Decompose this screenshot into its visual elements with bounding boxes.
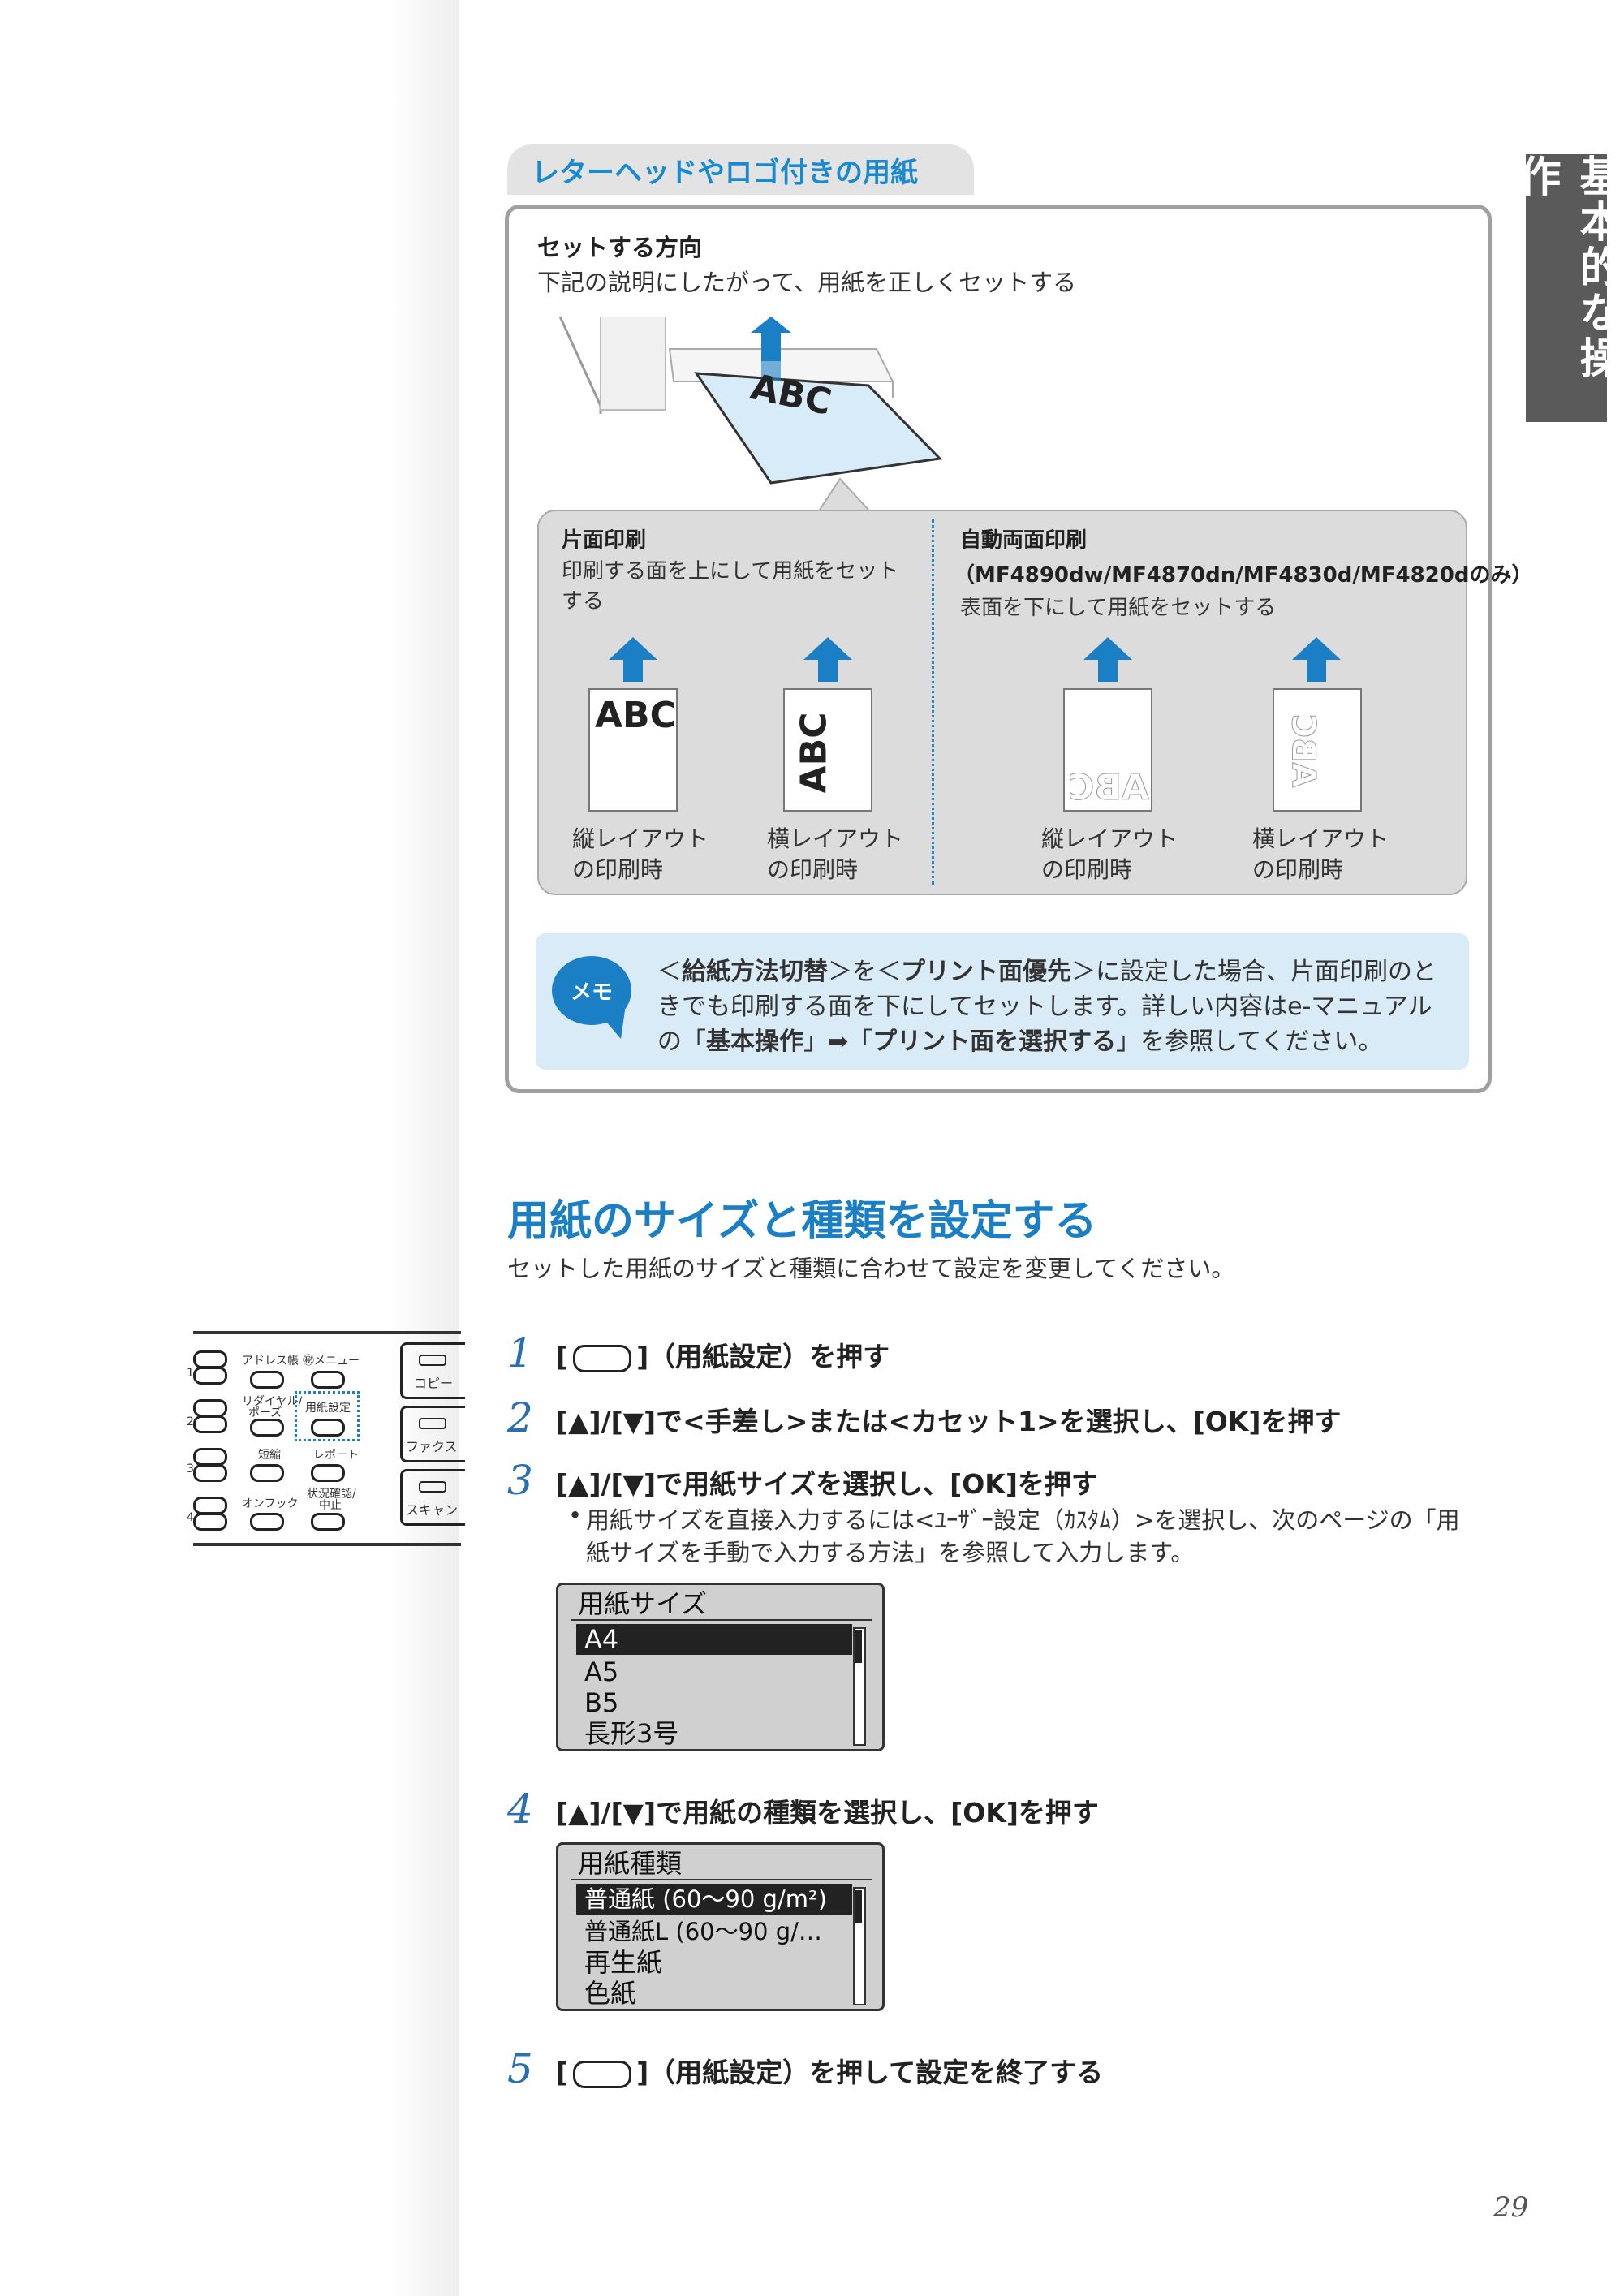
- page-intro: セットした用紙のサイズと種類に合わせて設定を変更してください。: [507, 1255, 1235, 1282]
- step-3-bullet: •: [568, 1501, 583, 1529]
- step-3-number: 3: [507, 1457, 533, 1504]
- copy-button[interactable]: コピー: [400, 1342, 465, 1399]
- one-touch-2[interactable]: [193, 1399, 227, 1417]
- memo-bubble-tail: [597, 1010, 625, 1039]
- duplex-portrait-paper: ABC: [1063, 688, 1152, 812]
- step-4-number: 4: [507, 1786, 533, 1833]
- on-hook-button[interactable]: [250, 1513, 284, 1531]
- step-2-number: 2: [507, 1394, 533, 1441]
- memo-badge: メモ: [552, 956, 631, 1025]
- lcd-type-item[interactable]: 再生紙: [584, 1947, 663, 1978]
- report-button[interactable]: [311, 1464, 345, 1482]
- menu-button[interactable]: [311, 1371, 345, 1389]
- lcd-size-title: 用紙サイズ: [578, 1588, 708, 1619]
- lcd-type-title: 用紙種類: [578, 1848, 683, 1879]
- lcd-paper-size: 用紙サイズ A4 A5 B5 長形3号: [556, 1583, 885, 1751]
- duplex-landscape-caption-2: の印刷時: [1252, 856, 1344, 883]
- paper-setting-button[interactable]: [311, 1419, 345, 1437]
- lcd-size-item[interactable]: A5: [584, 1656, 619, 1687]
- single-side-heading: 片面印刷: [562, 528, 647, 553]
- page-title: 用紙のサイズと種類を設定する: [507, 1197, 1097, 1246]
- step-4-text: [▲]/[▼]で用紙の種類を選択し、[OK]を押す: [556, 1797, 1099, 1829]
- landscape-paper: ABC: [783, 688, 872, 812]
- single-landscape-caption-1: 横レイアウト: [767, 825, 904, 852]
- paper-setting-highlight: [295, 1391, 360, 1441]
- one-touch-1[interactable]: [193, 1350, 227, 1368]
- letterhead-frame: [505, 205, 1492, 1093]
- arrow-up-icon: [803, 637, 852, 682]
- memo-line-3: の「基本操作」➡「プリント面を選択する」を参照してください。: [657, 1027, 1383, 1056]
- single-side-text-2: する: [562, 589, 605, 614]
- step-1-number: 1: [507, 1329, 533, 1376]
- one-touch-3[interactable]: [193, 1448, 227, 1466]
- duplex-landscape-caption-1: 横レイアウト: [1252, 825, 1389, 852]
- step-2-text: [▲]/[▼]で<手差し>または<カセット1>を選択し、[OK]を押す: [556, 1406, 1342, 1437]
- section-tab-title: レターヘッドやロゴ付きの用紙: [507, 144, 974, 195]
- single-landscape-caption-2: の印刷時: [767, 856, 859, 883]
- step-3-note-1: 用紙サイズを直接入力するには<ﾕｰｻﾞｰ設定（ｶｽﾀﾑ）>を選択し、次のページの…: [586, 1506, 1460, 1534]
- lcd-type-item[interactable]: 普通紙L (60〜90 g/…: [584, 1918, 822, 1945]
- chapter-tab[interactable]: 基本的な操作: [1511, 154, 1621, 422]
- step-1-text: []（用紙設定）を押す: [556, 1341, 890, 1372]
- control-panel-illustration: 1 2 3 4 アドレス帳 ㊙メニュー リダイヤル/ ポーズ 用紙設定 短縮 レ…: [187, 1331, 465, 1546]
- redial-button[interactable]: [250, 1419, 284, 1437]
- duplex-landscape-abc: ABC: [1284, 713, 1322, 788]
- duplex-portrait-caption-2: の印刷時: [1041, 856, 1133, 883]
- paper-setting-key-icon: [573, 1344, 632, 1372]
- lcd-type-item[interactable]: 色紙: [584, 1978, 637, 2009]
- set-direction-text: 下記の説明にしたがって、用紙を正しくセットする: [537, 269, 1077, 296]
- arrow-up-icon: [609, 637, 657, 682]
- one-touch-1b[interactable]: [193, 1367, 227, 1385]
- paper-setting-key-icon: [573, 2060, 632, 2088]
- memo-box: [536, 933, 1469, 1070]
- arrow-up-icon: [1292, 637, 1341, 682]
- lcd-size-scrollbar[interactable]: [853, 1627, 866, 1746]
- step-5-number: 5: [507, 2045, 533, 2092]
- single-portrait-caption-1: 縦レイアウト: [572, 825, 709, 852]
- duplex-portrait-abc: ABC: [1068, 767, 1150, 809]
- one-touch-4[interactable]: [193, 1497, 227, 1514]
- step-5-text: []（用紙設定）を押して設定を終了する: [556, 2057, 1104, 2088]
- lcd-size-item[interactable]: 長形3号: [584, 1718, 679, 1749]
- landscape-abc: ABC: [793, 712, 835, 794]
- one-touch-3b[interactable]: [193, 1464, 227, 1482]
- duplex-heading: 自動両面印刷: [960, 528, 1088, 553]
- memo-line-1: ＜給紙方法切替＞を＜プリント面優先＞に設定した場合、片面印刷のと: [657, 958, 1437, 986]
- lcd-paper-type: 用紙種類 普通紙 (60〜90 g/m²) 普通紙L (60〜90 g/… 再生…: [556, 1842, 885, 2011]
- memo-line-2: きでも印刷する面を下にしてセットします。詳しい内容はe-マニュアル: [657, 993, 1432, 1021]
- page-number: 29: [1493, 2191, 1529, 2224]
- set-direction-heading: セットする方向: [537, 234, 703, 261]
- fax-button[interactable]: ファクス: [400, 1406, 465, 1462]
- paper-loading-illustration: ABC: [558, 317, 943, 510]
- lcd-size-item[interactable]: A4: [576, 1624, 852, 1655]
- single-portrait-caption-2: の印刷時: [572, 856, 664, 883]
- arrow-up-icon: [1083, 637, 1132, 682]
- lcd-type-scrollbar[interactable]: [853, 1887, 866, 2005]
- duplex-models: （MF4890dw/MF4870dn/MF4830d/MF4820dのみ）: [954, 563, 1533, 588]
- address-book-button[interactable]: [250, 1371, 284, 1389]
- portrait-paper: ABC: [588, 688, 678, 812]
- lcd-type-item[interactable]: 普通紙 (60〜90 g/m²): [576, 1884, 852, 1915]
- panel-divider: [932, 519, 934, 885]
- step-3-note-2: 紙サイズを手動で入力する方法」を参照して入力します。: [586, 1539, 1195, 1566]
- step-3-text: [▲]/[▼]で用紙サイズを選択し、[OK]を押す: [556, 1468, 1098, 1500]
- duplex-text: 表面を下にして用紙をセットする: [960, 596, 1277, 620]
- status-stop-button[interactable]: [311, 1513, 345, 1531]
- speed-dial-button[interactable]: [250, 1464, 284, 1482]
- portrait-abc: ABC: [595, 695, 676, 736]
- one-touch-2b[interactable]: [193, 1415, 227, 1433]
- scan-button[interactable]: スキャン: [400, 1469, 465, 1526]
- one-touch-4b[interactable]: [193, 1513, 227, 1531]
- single-side-text-1: 印刷する面を上にして用紙をセット: [562, 559, 899, 584]
- duplex-portrait-caption-1: 縦レイアウト: [1041, 825, 1178, 852]
- left-shade: [0, 0, 459, 2296]
- lcd-size-item[interactable]: B5: [584, 1687, 619, 1718]
- duplex-landscape-paper: ABC: [1273, 688, 1362, 812]
